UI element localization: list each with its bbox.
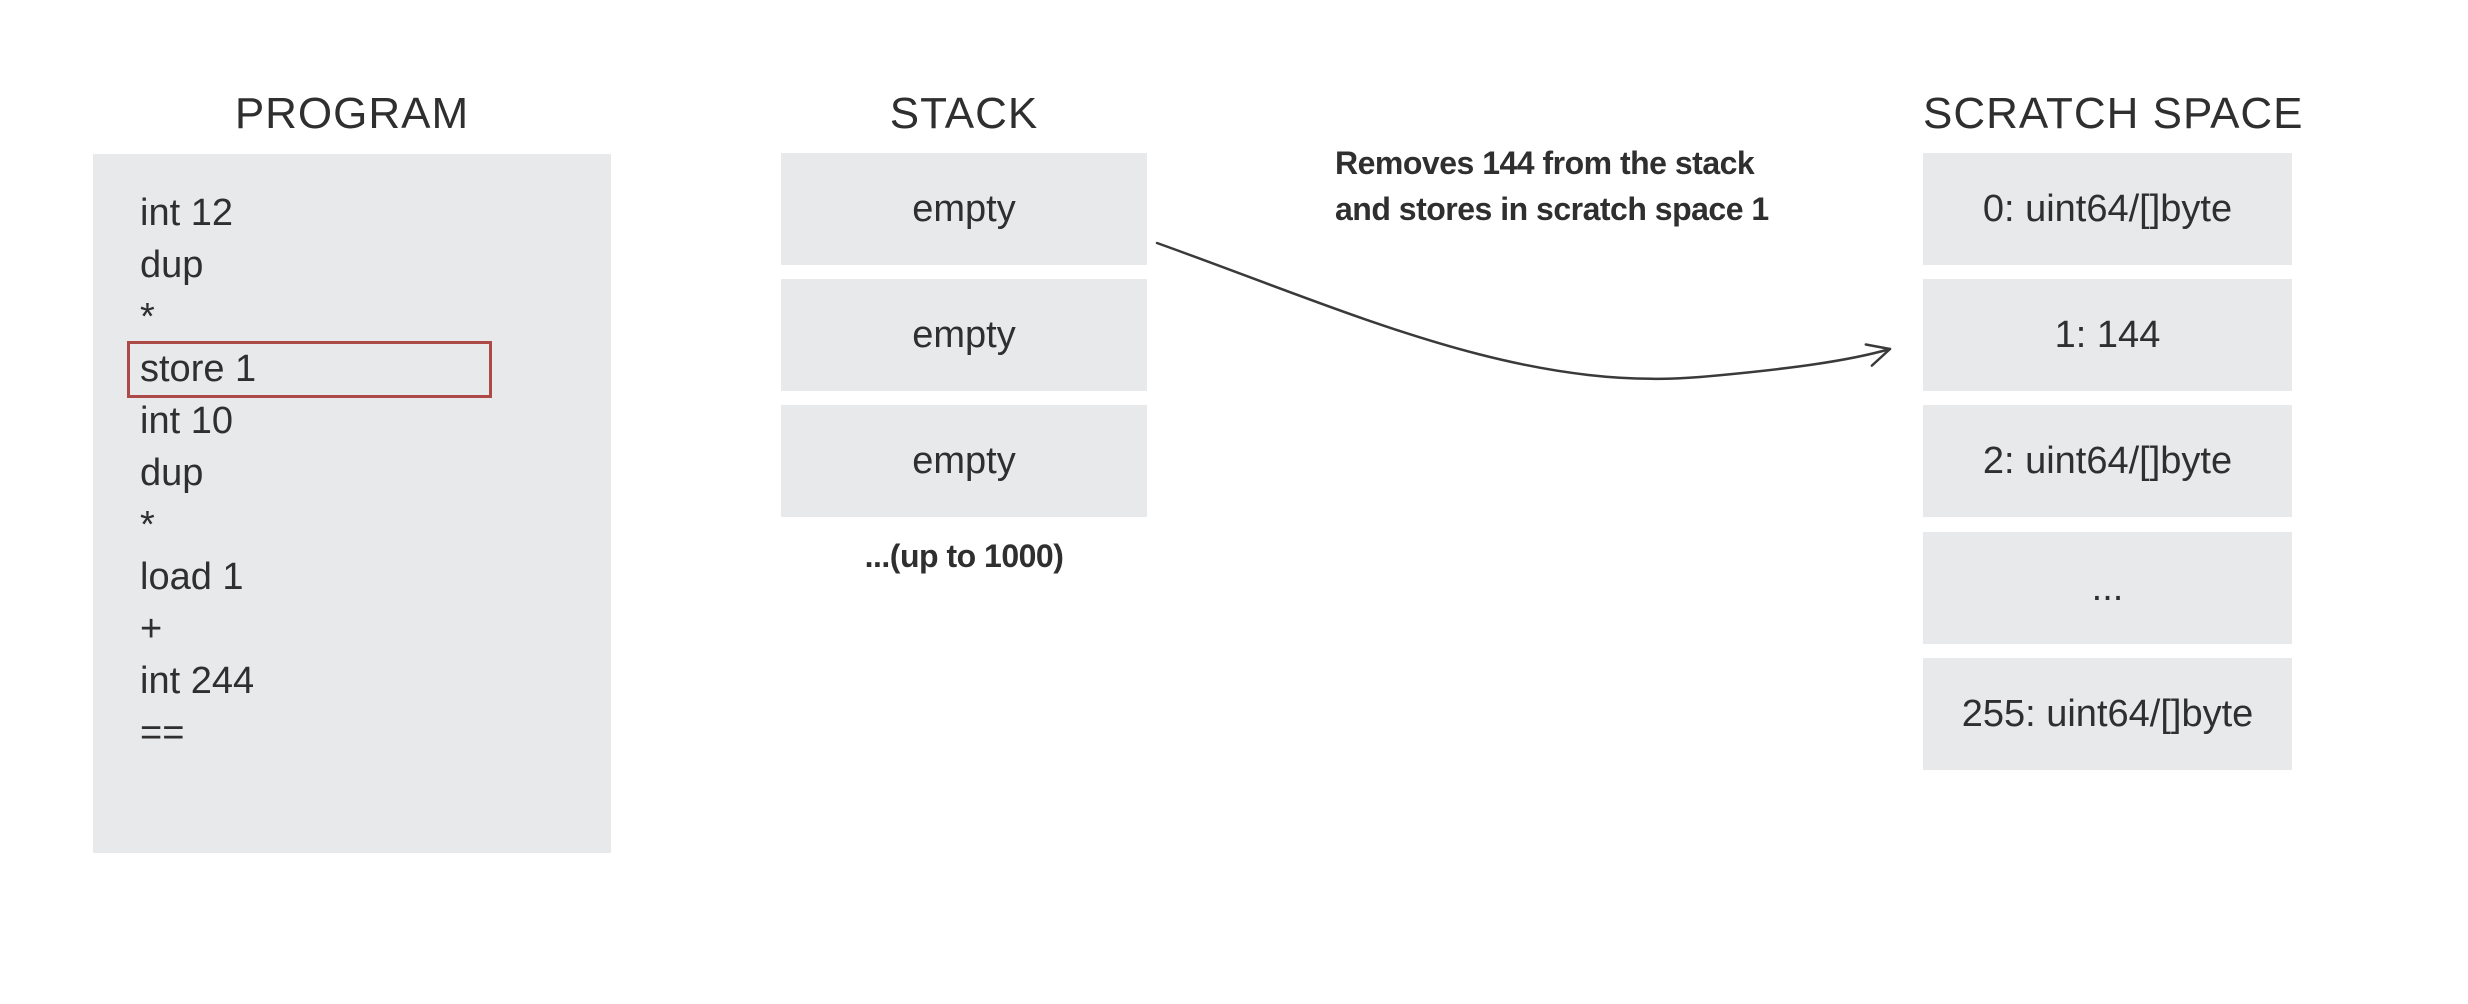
scratch-cell: 255: uint64/[]byte (1923, 658, 2292, 770)
scratch-space-title: SCRATCH SPACE (1923, 89, 2304, 138)
program-line: dup (140, 452, 204, 494)
program-line: store 1 (93, 341, 611, 398)
program-line: dup (140, 244, 204, 286)
program-line: load 1 (140, 556, 244, 598)
arrow-annotation-line1: Removes 144 from the stack (1335, 145, 1755, 181)
scratch-cell: 1: 144 (1923, 279, 2292, 391)
arrow-annotation: Removes 144 from the stack and stores in… (1335, 140, 1769, 232)
program-title: PROGRAM (234, 89, 470, 138)
program-line: * (140, 296, 155, 338)
scratch-cell: 0: uint64/[]byte (1923, 153, 2292, 265)
stack-capacity-note: ...(up to 1000) (864, 538, 1064, 574)
flow-arrow-path (1155, 241, 1892, 381)
program-line: int 244 (140, 660, 255, 702)
program-box: int 12 dup * store 1 int 10 dup * load 1… (93, 154, 611, 853)
scratch-cell: 2: uint64/[]byte (1923, 405, 2292, 517)
program-line: + (140, 608, 163, 650)
scratch-cell: ... (1923, 532, 2292, 644)
program-line: * (140, 504, 155, 546)
program-line: == (140, 712, 185, 754)
program-line: int 12 (140, 192, 233, 234)
arrow-annotation-line2: and stores in scratch space 1 (1335, 191, 1769, 227)
stack-slot: empty (781, 153, 1147, 265)
program-line: int 10 (140, 400, 233, 442)
stack-title: STACK (889, 89, 1039, 138)
stack-slot: empty (781, 405, 1147, 517)
stack-slot: empty (781, 279, 1147, 391)
